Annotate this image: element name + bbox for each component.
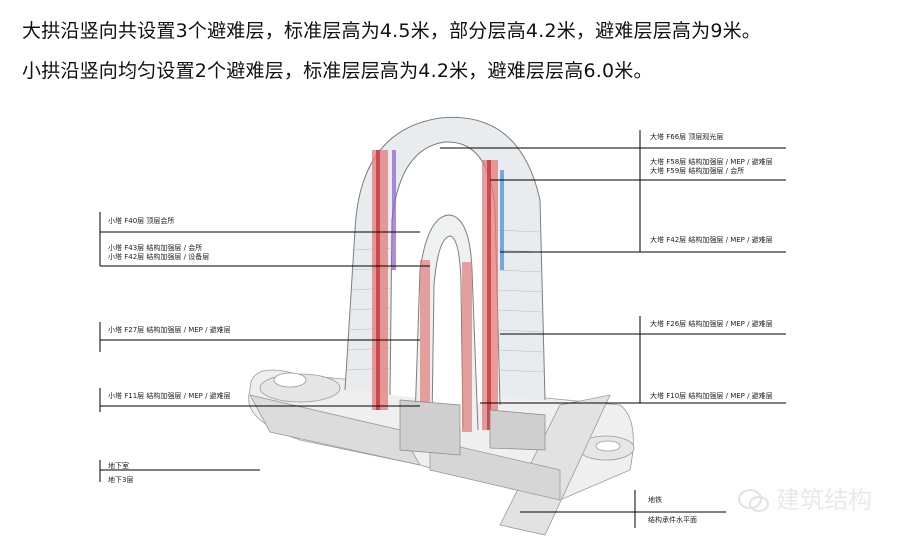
tower-bases bbox=[399, 399, 546, 456]
label-small-f40: 小塔 F40层 顶层会所 bbox=[108, 217, 175, 225]
label-large-f26: 大塔 F26层 结构加强层 / MEP / 避难层 bbox=[650, 320, 773, 328]
intro-line-2: 小拱沿竖向均匀设置2个避难层，标准层层高为4.2米，避难层层高6.0米。 bbox=[22, 60, 653, 82]
label-basement-b3: 地下3层 bbox=[108, 476, 134, 484]
label-large-f10: 大塔 F10层 结构加强层 / MEP / 避难层 bbox=[650, 392, 773, 400]
label-small-f42: 小塔 F42层 结构加强层 / 设备层 bbox=[108, 253, 210, 261]
label-structure-level: 结构承件水平面 bbox=[648, 516, 697, 524]
label-small-f43: 小塔 F43层 结构加强层 / 会所 bbox=[108, 244, 203, 252]
label-basement: 地下室 bbox=[108, 462, 129, 470]
watermark: 建筑结构 bbox=[738, 480, 872, 515]
right-leader-lines bbox=[440, 130, 786, 528]
intro-line-1: 大拱沿竖向共设置3个避难层，标准层高为4.5米，部分层高4.2米，避难层层高为9… bbox=[22, 20, 762, 42]
left-leader-lines bbox=[99, 212, 430, 482]
label-large-f66: 大塔 F66层 顶层观光层 bbox=[650, 133, 724, 141]
large-tower-cores bbox=[372, 150, 504, 430]
small-arch bbox=[414, 214, 479, 432]
label-large-f42: 大塔 F42层 结构加强层 / MEP / 避难层 bbox=[650, 236, 773, 244]
label-small-f27: 小塔 F27层 结构加强层 / MEP / 避难层 bbox=[108, 326, 231, 334]
watermark-text: 建筑结构 bbox=[776, 486, 872, 514]
label-large-f59: 大塔 F59层 结构加强层 / 会所 bbox=[650, 167, 745, 175]
label-small-f11: 小塔 F11层 结构加强层 / MEP / 避难层 bbox=[108, 392, 231, 400]
label-large-f58: 大塔 F58层 结构加强层 / MEP / 避难层 bbox=[650, 158, 773, 166]
label-metro: 地铁 bbox=[648, 496, 662, 504]
wechat-icon bbox=[738, 489, 769, 512]
